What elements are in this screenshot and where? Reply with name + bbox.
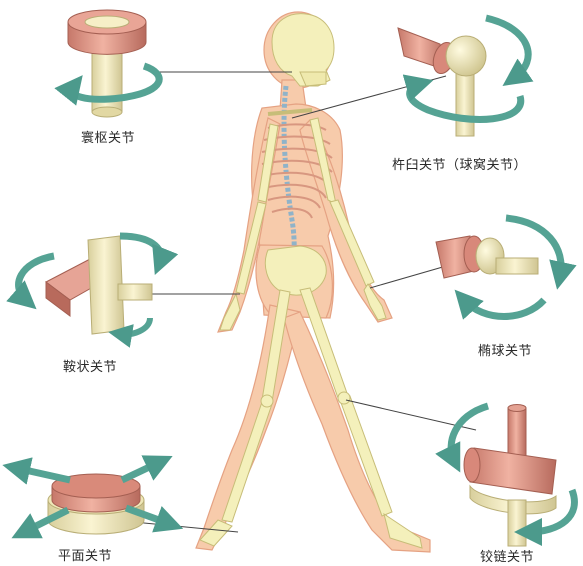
hinge-joint-illustration	[451, 405, 574, 547]
ellipsoid-joint-illustration	[436, 218, 561, 317]
label-ellipsoid-joint: 椭球关节	[478, 340, 532, 359]
human-figure	[196, 12, 430, 552]
saddle-joint-illustration	[19, 236, 161, 334]
label-saddle-joint: 鞍状关节	[63, 356, 117, 375]
label-pivot-joint: 寰枢关节	[81, 127, 135, 146]
label-hinge-joint: 铰链关节	[480, 546, 534, 565]
label-ball-socket-joint: 杵臼关节（球窝关节）	[392, 154, 527, 173]
ball-socket-joint-illustration	[398, 18, 528, 136]
label-plane-joint: 平面关节	[58, 545, 112, 564]
pivot-joint-illustration	[68, 10, 159, 117]
